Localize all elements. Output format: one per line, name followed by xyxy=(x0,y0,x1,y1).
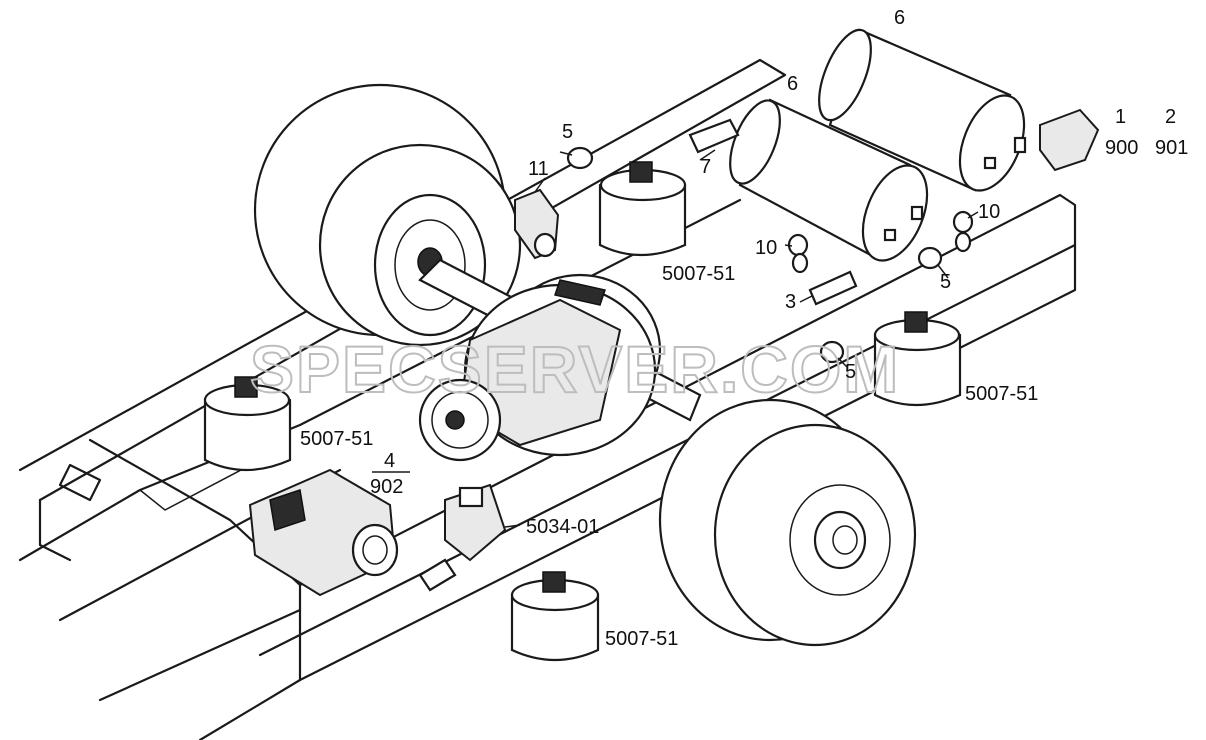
valve-label: 5034-01 xyxy=(526,516,599,538)
callout-5-right: 5 xyxy=(940,271,951,293)
callout-2: 2 xyxy=(1165,106,1176,128)
air-spring-upper xyxy=(598,161,687,257)
air-spring-bottom xyxy=(510,571,600,662)
air-tank-upper xyxy=(818,28,1027,192)
air-spring-right xyxy=(873,311,962,407)
callout-10-right: 10 xyxy=(978,201,1000,223)
air-spring-left xyxy=(203,376,292,472)
callout-5-middle: 5 xyxy=(845,361,856,383)
leveling-valve xyxy=(418,483,507,592)
callout-6-upper: 6 xyxy=(894,7,905,29)
valve-block xyxy=(248,468,399,597)
callout-1: 1 xyxy=(1115,106,1126,128)
front-wheel xyxy=(658,398,917,647)
callout-3: 3 xyxy=(785,291,796,313)
air-spring-label-left: 5007-51 xyxy=(300,428,373,450)
leader-lines xyxy=(372,149,979,528)
callout-7: 7 xyxy=(700,156,711,178)
callout-10-left: 10 xyxy=(755,237,777,259)
callout-4: 4 xyxy=(384,450,395,472)
air-spring-label-right: 5007-51 xyxy=(965,383,1038,405)
callout-6-lower: 6 xyxy=(787,73,798,95)
callout-900: 900 xyxy=(1105,137,1138,159)
fittings xyxy=(514,108,1100,364)
air-spring-label-upper: 5007-51 xyxy=(662,263,735,285)
callout-901: 901 xyxy=(1155,137,1188,159)
differential xyxy=(418,273,662,462)
callout-11: 11 xyxy=(528,158,549,180)
callout-labels: 6 6 1 2 900 901 5 11 7 10 10 5007-51 5 3… xyxy=(300,7,1188,650)
callout-5-top: 5 xyxy=(562,121,573,143)
air-tank-lower xyxy=(729,98,929,262)
callout-902: 902 xyxy=(370,476,403,498)
watermark: SPECSERVER.COM xyxy=(250,332,900,406)
air-spring-label-bottom: 5007-51 xyxy=(605,628,678,650)
